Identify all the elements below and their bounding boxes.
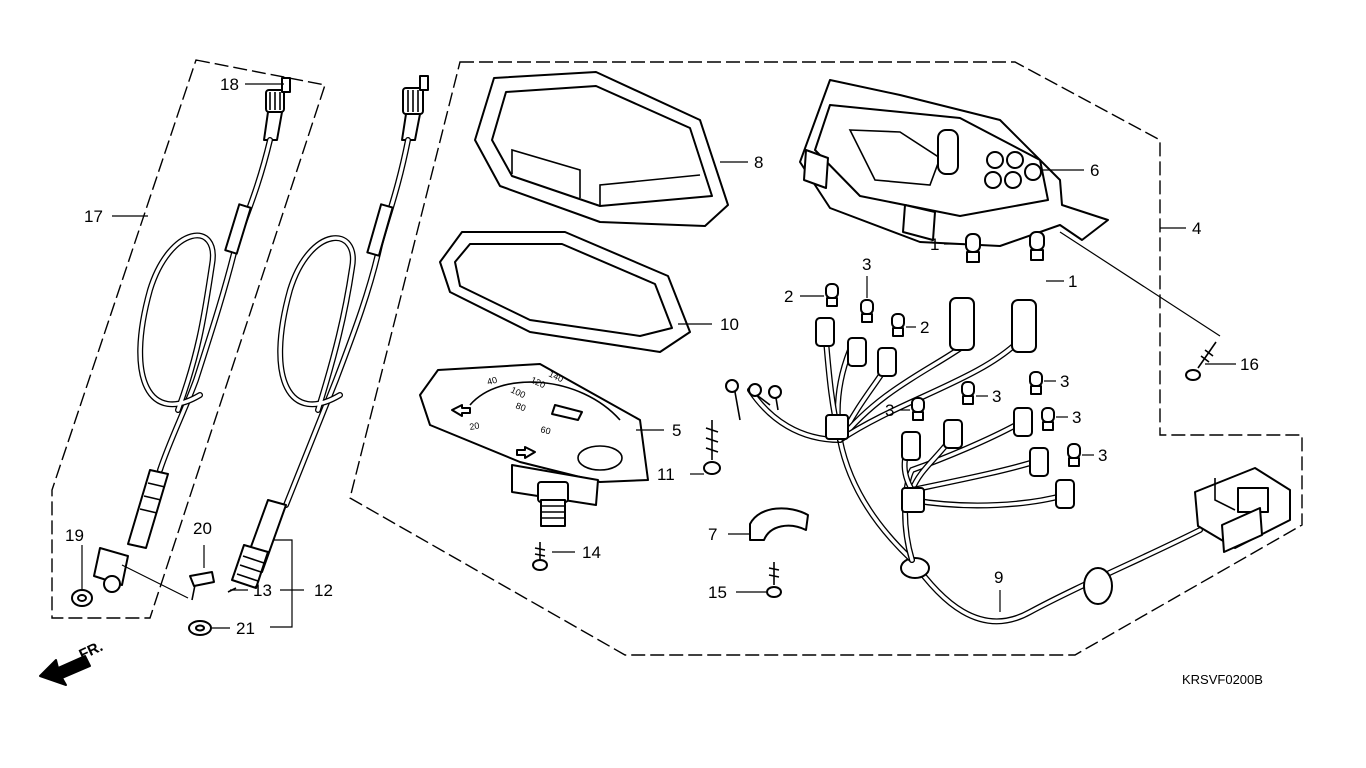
clamp-7 <box>749 507 809 541</box>
callout-3a: 3 <box>862 255 871 274</box>
meter-cover-8 <box>474 71 729 227</box>
callout-18: 18 <box>220 75 239 94</box>
callout-4: 4 <box>1192 219 1201 238</box>
callout-12: 12 <box>314 581 333 600</box>
callout-15: 15 <box>708 583 727 602</box>
callout-19: 19 <box>65 526 84 545</box>
diagram-code: KRSVF0200B <box>1182 672 1263 687</box>
turn-left-arrow-icon <box>451 404 471 417</box>
callout-16: 16 <box>1240 355 1259 374</box>
callout-20: 20 <box>193 519 212 538</box>
screw-20 <box>189 571 215 601</box>
bulb-3c <box>1029 371 1043 395</box>
front-direction-indicator: FR. <box>39 638 106 686</box>
speedometer-dial-5: 20 40 60 80 100 120 140 <box>419 363 649 527</box>
bulb-socket-large <box>949 297 975 351</box>
bulb-socket <box>815 317 835 347</box>
dial-mark-20: 20 <box>469 420 481 432</box>
dial-mark-60: 60 <box>539 424 551 436</box>
callout-3b: 3 <box>992 387 1001 406</box>
speedometer-cable-17 <box>93 77 291 599</box>
harness-grommet <box>1083 567 1113 605</box>
dial-mark-80: 80 <box>514 400 527 413</box>
callout-17: 17 <box>84 207 103 226</box>
bulb-1b <box>1029 231 1045 261</box>
screw-15 <box>766 562 782 598</box>
callout-2a: 2 <box>784 287 793 306</box>
bulb-3e <box>1041 407 1055 431</box>
bulb-2b <box>891 313 905 337</box>
screw-16 <box>1059 231 1221 381</box>
bulb-socket-large <box>1011 299 1037 353</box>
cable-thread-end-13 <box>231 544 269 589</box>
bulb-socket <box>847 337 867 367</box>
callout-10: 10 <box>720 315 739 334</box>
bulb-socket <box>877 347 897 377</box>
cable-12-bracket <box>270 539 293 628</box>
screw-11 <box>703 420 721 475</box>
callout-3d: 3 <box>885 401 894 420</box>
callout-3f: 3 <box>1098 446 1107 465</box>
meter-lens-10 <box>439 231 691 353</box>
callout-21: 21 <box>236 619 255 638</box>
bulb-3b <box>961 381 975 405</box>
callout-11: 11 <box>657 465 675 484</box>
callout-7: 7 <box>708 525 717 544</box>
dial-mark-40: 40 <box>486 375 498 387</box>
bulb-2a <box>825 283 839 307</box>
meter-case-6 <box>799 79 1109 247</box>
cable-lower-boot <box>127 469 169 549</box>
bulb-3d <box>911 397 925 421</box>
callout-5: 5 <box>672 421 681 440</box>
callout-3c: 3 <box>1060 372 1069 391</box>
cable-inner-tip-18 <box>281 77 291 93</box>
bulb-3a <box>860 299 874 323</box>
callout-14: 14 <box>582 543 601 562</box>
bulb-socket <box>1029 447 1049 477</box>
bulb-socket <box>1055 479 1075 509</box>
speedometer-cable-12 <box>227 75 429 593</box>
callout-2b: 2 <box>920 318 929 337</box>
callout-8: 8 <box>754 153 763 172</box>
wire-harness-9 <box>725 297 1291 625</box>
callout-3e: 3 <box>1072 408 1081 427</box>
bulb-socket <box>1013 407 1033 437</box>
main-assembly-outline-4 <box>349 61 1303 656</box>
callout-1a: 1 <box>930 235 939 254</box>
callout-1b: 1 <box>1068 272 1077 291</box>
callout-13: 13 <box>253 581 272 600</box>
bulb-3f <box>1067 443 1081 467</box>
turn-right-arrow-icon <box>516 446 536 459</box>
bulb-1a <box>965 233 981 263</box>
bulb-socket <box>901 431 921 461</box>
bulb-socket <box>943 419 963 449</box>
callout-9: 9 <box>994 568 1003 587</box>
cable-bottom-fitting <box>93 547 129 586</box>
screw-14 <box>532 542 548 571</box>
callout-6: 6 <box>1090 161 1099 180</box>
front-direction-label: FR. <box>77 638 106 664</box>
cable-group-outline-17 <box>51 59 326 619</box>
